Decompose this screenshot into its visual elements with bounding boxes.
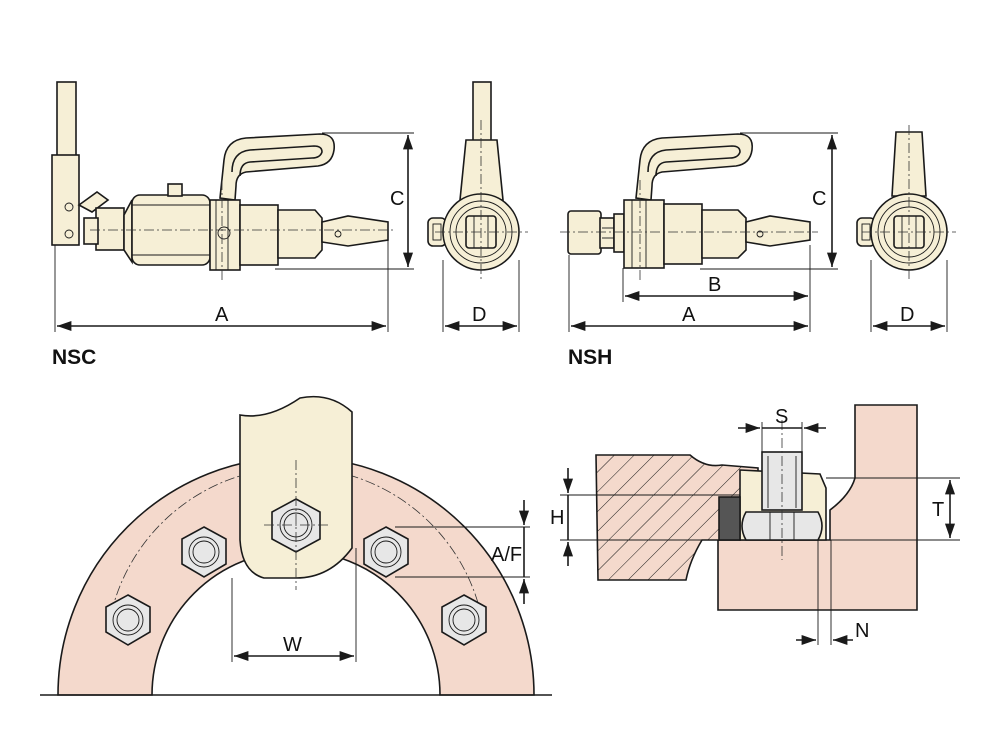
nsc-dim-C: C <box>390 188 404 210</box>
nsc-dim-A: A <box>215 304 229 326</box>
nsh-dim-D: D <box>900 304 914 326</box>
nsc-front-view: D <box>427 81 528 332</box>
dim-AF: A/F <box>491 544 522 566</box>
nsh-dim-C: C <box>812 188 826 210</box>
dim-T: T <box>932 499 944 521</box>
nut-5 <box>441 594 487 646</box>
nsc-side-view: C A <box>51 81 414 332</box>
dim-N: N <box>855 620 869 642</box>
nsh-side-view: C B A <box>560 132 838 332</box>
nut-1 <box>105 594 151 646</box>
nsc-model-label: NSC <box>52 346 96 369</box>
nsh-dim-B: B <box>708 274 721 296</box>
nsh-dim-A: A <box>682 304 696 326</box>
dim-W: W <box>283 634 302 656</box>
dim-S: S <box>775 406 788 428</box>
nut-4 <box>363 526 409 578</box>
nsc-dim-D: D <box>472 304 486 326</box>
flange-bolt-view: A/F W <box>40 395 552 696</box>
nut-2 <box>181 526 227 578</box>
nsh-model-label: NSH <box>568 346 612 369</box>
section-detail-view: S H T N <box>550 404 960 646</box>
dim-H: H <box>550 507 564 529</box>
nsh-front-view: D <box>856 125 956 332</box>
